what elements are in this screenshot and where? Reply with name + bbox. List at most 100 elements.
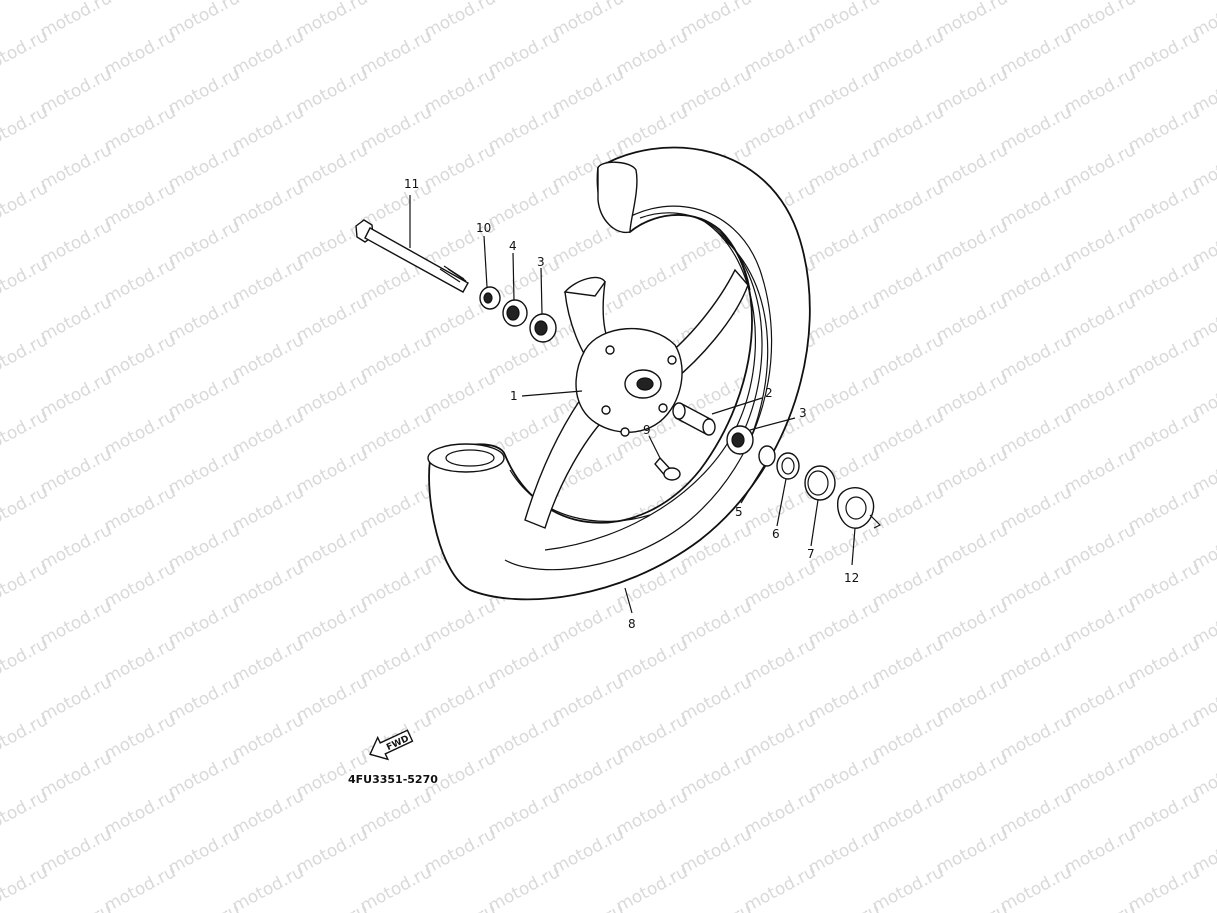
watermark-text: motod.ru: [421, 140, 499, 194]
watermark-text: motod.ru: [293, 64, 371, 118]
watermark-text: motod.ru: [869, 26, 947, 80]
watermark-text: motod.ru: [933, 596, 1011, 650]
watermark-text: motod.ru: [869, 710, 947, 764]
watermark-text: motod.ru: [293, 596, 371, 650]
watermark-text: motod.ru: [613, 634, 691, 688]
watermark-text: motod.ru: [741, 786, 819, 840]
watermark-text: motod.ru: [1061, 520, 1139, 574]
watermark-text: motod.ru: [741, 862, 819, 913]
watermark-text: motod.ru: [229, 482, 307, 536]
watermark-text: motod.ru: [229, 102, 307, 156]
watermark-text: motod.ru: [165, 0, 243, 42]
watermark-text: motod.ru: [549, 672, 627, 726]
watermark-text: motod.ru: [0, 330, 51, 384]
callout-4: 4: [509, 239, 517, 253]
right-side-parts: [654, 402, 882, 529]
watermark-text: motod.ru: [1061, 216, 1139, 270]
watermark-text: motod.ru: [869, 178, 947, 232]
watermark-text: motod.ru: [37, 520, 115, 574]
watermark-text: motod.ru: [869, 102, 947, 156]
watermark-text: motod.ru: [293, 368, 371, 422]
watermark-text: motod.ru: [997, 254, 1075, 308]
watermark-text: motod.ru: [933, 748, 1011, 802]
watermark-text: motod.ru: [165, 900, 243, 913]
watermark-text: motod.ru: [101, 26, 179, 80]
watermark-text: motod.ru: [677, 64, 755, 118]
watermark-text: motod.ru: [421, 824, 499, 878]
watermark-text: motod.ru: [229, 862, 307, 913]
watermark-text: motod.ru: [357, 330, 435, 384]
left-side-parts: [479, 286, 557, 343]
watermark-text: motod.ru: [0, 0, 51, 4]
watermark-text: motod.ru: [357, 634, 435, 688]
watermark-text: motod.ru: [165, 444, 243, 498]
watermark-text: motod.ru: [357, 786, 435, 840]
callout-3-left: 3: [537, 255, 545, 269]
watermark-text: motod.ru: [37, 64, 115, 118]
watermark-text: motod.ru: [357, 482, 435, 536]
watermark-text: motod.ru: [933, 0, 1011, 42]
axle: [355, 219, 469, 293]
watermark-text: motod.ru: [165, 672, 243, 726]
watermark-text: motod.ru: [293, 292, 371, 346]
callout-9: 9: [643, 423, 651, 437]
watermark-text: motod.ru: [1061, 444, 1139, 498]
watermark-text: motod.ru: [293, 140, 371, 194]
watermark-text: motod.ru: [37, 900, 115, 913]
watermark-text: motod.ru: [613, 26, 691, 80]
watermark-text: motod.ru: [549, 824, 627, 878]
watermark-text: motod.ru: [1125, 178, 1203, 232]
callouts: 11 10 4 3 1 2 3 9 5 6 7 12 8: [404, 177, 859, 631]
watermark-text: motod.ru: [805, 748, 883, 802]
watermark-text: motod.ru: [101, 862, 179, 913]
watermark-text: motod.ru: [0, 482, 51, 536]
watermark-text: motod.ru: [421, 596, 499, 650]
watermark-text: motod.ru: [0, 254, 51, 308]
watermark-text: motod.ru: [741, 558, 819, 612]
watermark-text: motod.ru: [293, 824, 371, 878]
watermark-text: motod.ru: [165, 140, 243, 194]
callout-1: 1: [510, 389, 518, 403]
watermark-text: motod.ru: [229, 330, 307, 384]
watermark-text: motod.ru: [933, 520, 1011, 574]
watermark-text: motod.ru: [741, 102, 819, 156]
watermark-text: motod.ru: [1125, 254, 1203, 308]
watermark-text: motod.ru: [37, 216, 115, 270]
watermark-text: motod.ru: [0, 862, 51, 913]
watermark-text: motod.ru: [677, 748, 755, 802]
watermark-text: motod.ru: [421, 900, 499, 913]
watermark-text: motod.ru: [0, 786, 51, 840]
watermark-text: motod.ru: [741, 710, 819, 764]
callout-2: 2: [765, 386, 773, 400]
watermark-text: motod.ru: [293, 672, 371, 726]
watermark-text: motod.ru: [869, 254, 947, 308]
callout-12: 12: [844, 571, 859, 585]
watermark-text: motod.ru: [229, 634, 307, 688]
watermark-text: motod.ru: [997, 178, 1075, 232]
callout-6: 6: [772, 527, 780, 541]
watermark-text: motod.ru: [1125, 558, 1203, 612]
watermark-text: motod.ru: [421, 672, 499, 726]
watermark-text: motod.ru: [101, 634, 179, 688]
watermark-text: motod.ru: [613, 862, 691, 913]
watermark-text: motod.ru: [101, 102, 179, 156]
watermark-text: motod.ru: [933, 824, 1011, 878]
watermark-text: motod.ru: [805, 900, 883, 913]
watermark-text: motod.ru: [613, 710, 691, 764]
watermark-text: motod.ru: [741, 26, 819, 80]
watermark-text: motod.ru: [1061, 748, 1139, 802]
watermark-text: motod.ru: [805, 520, 883, 574]
watermark-text: motod.ru: [37, 824, 115, 878]
watermark-text: motod.ru: [101, 330, 179, 384]
watermark-text: motod.ru: [997, 862, 1075, 913]
watermark-text: motod.ru: [229, 26, 307, 80]
watermark-text: motod.ru: [1061, 596, 1139, 650]
watermark-text: motod.ru: [741, 634, 819, 688]
watermark-text: motod.ru: [549, 64, 627, 118]
watermark-text: motod.ru: [997, 102, 1075, 156]
watermark-text: motod.ru: [165, 748, 243, 802]
watermark-text: motod.ru: [933, 672, 1011, 726]
watermark-text: motod.ru: [997, 330, 1075, 384]
watermark-text: motod.ru: [805, 672, 883, 726]
watermark-text: motod.ru: [1061, 900, 1139, 913]
